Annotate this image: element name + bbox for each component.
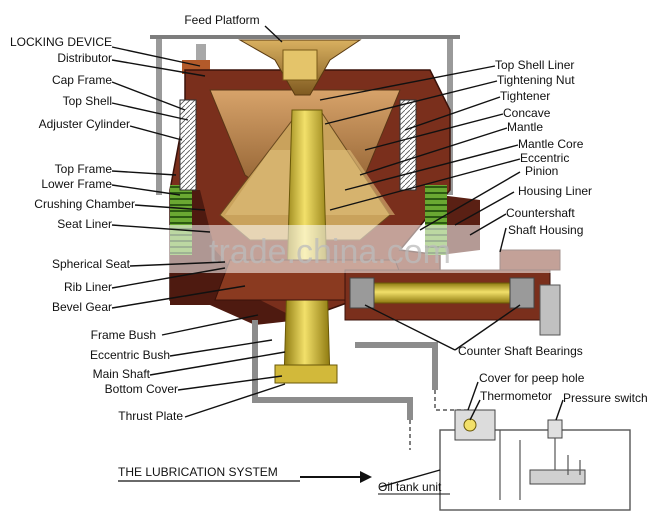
watermark-text: trade.china.com (209, 233, 451, 271)
label-thermometer: Thermometor (480, 389, 552, 403)
lubrication-arrow (118, 471, 372, 483)
oil-pipe-down (380, 397, 413, 420)
label-thrust-plate: Thrust Plate (118, 409, 183, 423)
top-bracket (150, 35, 460, 39)
counter-shaft-bearing-right (509, 277, 535, 309)
labels-bottom: THE LUBRICATION SYSTEM Oil tank unit (118, 465, 450, 495)
label-crushing-chamber: Crushing Chamber (34, 197, 135, 211)
label-shaft-housing: Shaft Housing (508, 223, 583, 237)
label-counter-shaft-bearings: Counter Shaft Bearings (458, 344, 583, 358)
label-mantle: Mantle (507, 120, 543, 134)
tightener-part (399, 99, 417, 191)
label-top-frame: Top Frame (55, 162, 113, 176)
distributor (282, 49, 318, 81)
label-cap-frame: Cap Frame (52, 73, 112, 87)
label-countershaft: Countershaft (506, 206, 575, 220)
lubrication-unit (409, 390, 631, 511)
label-distributor: Distributor (57, 51, 112, 65)
oil-pump (529, 469, 586, 485)
counter-shaft-bearing-left (349, 277, 375, 309)
label-eccentric: Eccentric (520, 151, 569, 165)
oil-pipe-right (355, 342, 438, 390)
watermark-band: trade.china.com (0, 225, 659, 273)
label-pressure-switch: Pressure switch (563, 391, 648, 405)
label-oil-tank-unit: Oil tank unit (378, 480, 442, 494)
label-eccentric-bush: Eccentric Bush (90, 348, 170, 362)
label-pinion: Pinion (525, 164, 558, 178)
oil-pipe-left (252, 320, 380, 403)
label-locking-device: LOCKING DEVICE (10, 35, 112, 49)
label-frame-bush: Frame Bush (91, 328, 156, 342)
label-housing-liner: Housing Liner (518, 184, 592, 198)
leader-lines (111, 25, 564, 488)
tie-rod-left (156, 35, 162, 195)
bottom-cover (274, 364, 338, 384)
label-feed-platform: Feed Platform (184, 13, 259, 27)
label-seat-liner: Seat Liner (57, 217, 112, 231)
label-tightening-nut: Tightening Nut (497, 73, 575, 87)
labels-left: Feed Platform LOCKING DEVICE Distributor… (10, 13, 260, 423)
label-mantle-core: Mantle Core (518, 137, 584, 151)
pulley (539, 284, 561, 336)
label-main-shaft: Main Shaft (93, 367, 151, 381)
label-lower-frame: Lower Frame (41, 177, 112, 191)
thermometer-part (463, 418, 477, 432)
label-rib-liner: Rib Liner (64, 280, 112, 294)
label-top-shell: Top Shell (63, 94, 112, 108)
countershaft (369, 282, 531, 304)
label-cover-for-peep-hole: Cover for peep hole (479, 371, 585, 385)
label-spherical-seat: Spherical Seat (52, 257, 131, 271)
adjuster-cylinder (179, 99, 197, 191)
label-adjuster-cylinder: Adjuster Cylinder (39, 117, 130, 131)
label-bottom-cover: Bottom Cover (105, 382, 178, 396)
labels-right: Top Shell Liner Tightening Nut Tightener… (458, 58, 648, 405)
label-bevel-gear: Bevel Gear (52, 300, 112, 314)
label-concave: Concave (503, 106, 551, 120)
pressure-switch-part (547, 419, 563, 439)
label-top-shell-liner: Top Shell Liner (495, 58, 574, 72)
label-tightener: Tightener (500, 89, 550, 103)
label-lubrication-system: THE LUBRICATION SYSTEM (118, 465, 278, 479)
lower-frame (170, 190, 300, 325)
